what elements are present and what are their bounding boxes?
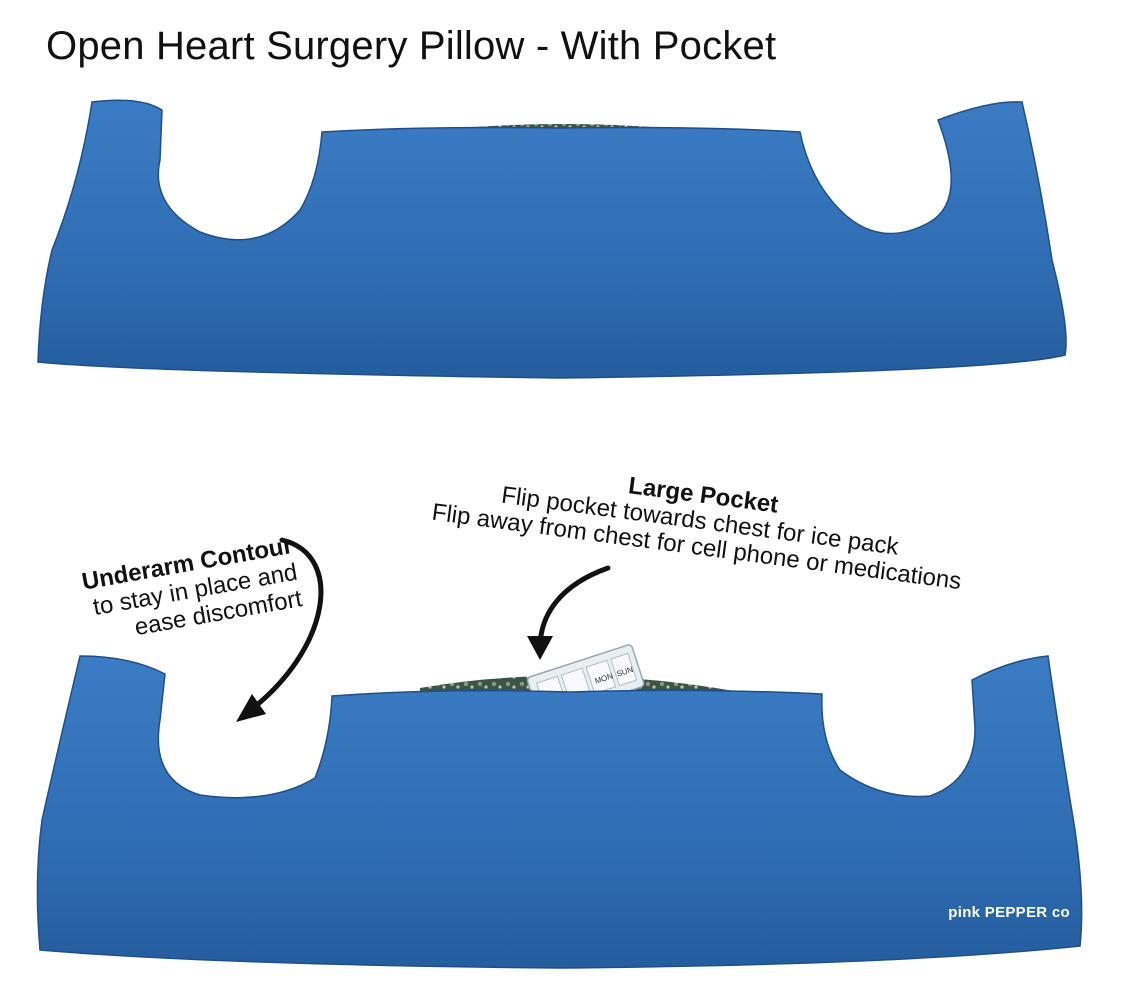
pillow-body [36,655,1083,969]
pillow-photo-bottom: MON SUN [36,644,1083,969]
pillow-body [37,99,1067,379]
pillow-photo-top [37,99,1067,379]
page-title: Open Heart Surgery Pillow - With Pocket [46,24,777,68]
pocket-callout: Large Pocket Flip pocket towards chest f… [392,443,1007,600]
brand-watermark: pink PEPPER co [948,904,1070,921]
